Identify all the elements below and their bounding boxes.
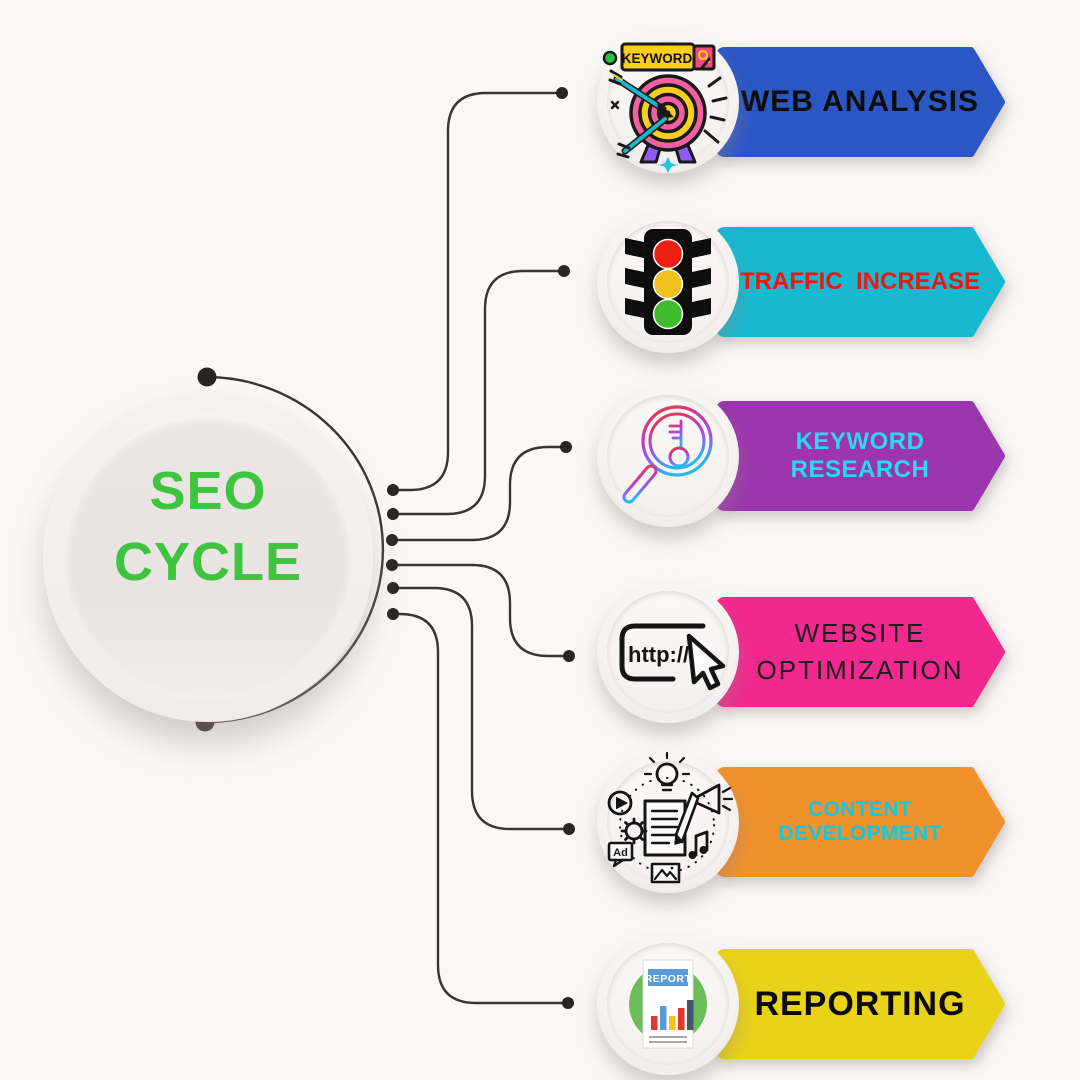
magnifier-key-icon xyxy=(622,405,713,504)
http-label-text: http:// xyxy=(628,642,689,667)
label-keyword-research: KEYWORD RESEARCH xyxy=(740,402,980,510)
arc-dot-top xyxy=(197,367,217,387)
banner-text-line2: OPTIMIZATION xyxy=(756,655,964,685)
hub-title: SEO CYCLE xyxy=(43,456,373,598)
icon-website-optimization: http:// xyxy=(597,581,739,723)
icon-traffic-increase xyxy=(597,211,739,353)
banner-text: KEYWORD RESEARCH xyxy=(790,428,930,483)
hub-title-line1: SEO xyxy=(149,461,267,521)
keyword-badge-text: KEYWORD xyxy=(622,51,693,66)
banner-text: CONTENT DEVELOPMENT xyxy=(778,798,942,845)
connector-keyword-research xyxy=(390,445,568,542)
ad-label-text: Ad xyxy=(613,847,628,859)
icon-reporting: REPORT xyxy=(597,933,739,1075)
label-web-analysis: WEB ANALYSIS xyxy=(740,48,980,156)
banner-text: REPORTING xyxy=(754,984,966,1023)
hub-title-line2: CYCLE xyxy=(113,532,302,592)
connector-website-optimization xyxy=(390,563,571,658)
seo-cycle-hub: SEO CYCLE xyxy=(43,392,373,722)
content-creation-icon: Ad xyxy=(607,751,734,884)
connector-traffic-increase xyxy=(391,269,566,516)
banner-text: TRAFFIC INCREASE xyxy=(740,268,980,295)
connector-content-development xyxy=(391,586,571,831)
icon-content-development: Ad xyxy=(597,751,739,893)
hub-inner-disc xyxy=(65,414,351,700)
traffic-light-icon xyxy=(625,229,711,335)
banner-text-line1: WEBSITE xyxy=(794,618,926,648)
report-chart-icon: REPORT xyxy=(629,959,707,1049)
icon-web-analysis: KEYWORD xyxy=(597,31,739,173)
banner-text: WEB ANALYSIS xyxy=(740,85,980,118)
http-cursor-icon: http:// xyxy=(619,623,726,691)
label-content-development: CONTENT DEVELOPMENT xyxy=(740,768,980,876)
label-website-optimization: WEBSITE OPTIMIZATION xyxy=(740,598,980,706)
hub-arc xyxy=(203,375,385,724)
icon-keyword-research xyxy=(597,385,739,527)
label-reporting: REPORTING xyxy=(740,950,980,1058)
connector-web-analysis xyxy=(391,91,564,492)
label-traffic-increase: TRAFFIC INCREASE xyxy=(740,228,980,336)
connector-reporting xyxy=(391,612,570,1005)
report-header-text: REPORT xyxy=(645,973,692,985)
target-keyword-icon: KEYWORD xyxy=(602,42,728,173)
